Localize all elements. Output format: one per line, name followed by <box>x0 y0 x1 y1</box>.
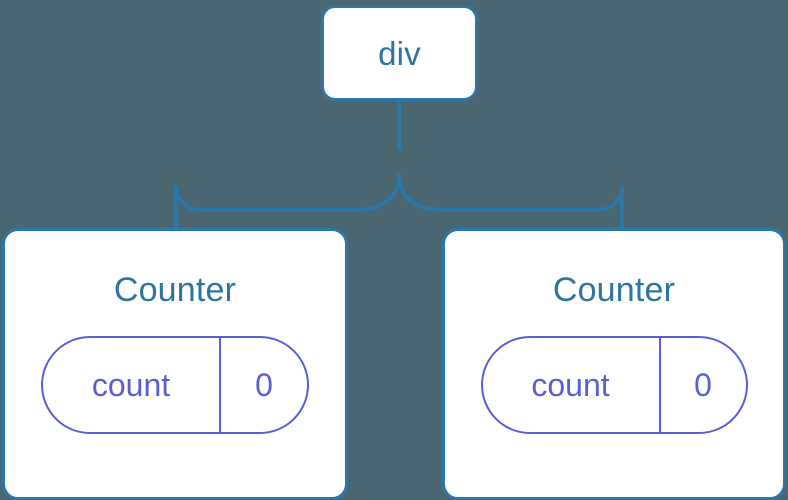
state-pill-left[interactable]: count 0 <box>41 336 309 434</box>
state-divider-right <box>658 338 661 432</box>
counter-title-left: Counter <box>113 271 237 309</box>
state-divider-left <box>219 338 221 432</box>
state-value-right: 0 <box>694 366 712 403</box>
node-counter-left[interactable]: Counter count 0 <box>2 228 348 500</box>
root-node-label: div <box>378 34 421 72</box>
counter-title-right: Counter <box>552 271 676 309</box>
state-value-left: 0 <box>255 366 273 403</box>
state-key-left: count <box>91 366 171 403</box>
state-pill-right[interactable]: count 0 <box>480 336 748 434</box>
state-key-right: count <box>531 366 610 403</box>
node-root-div[interactable]: div <box>321 5 478 101</box>
node-counter-right[interactable]: Counter count 0 <box>442 228 786 500</box>
